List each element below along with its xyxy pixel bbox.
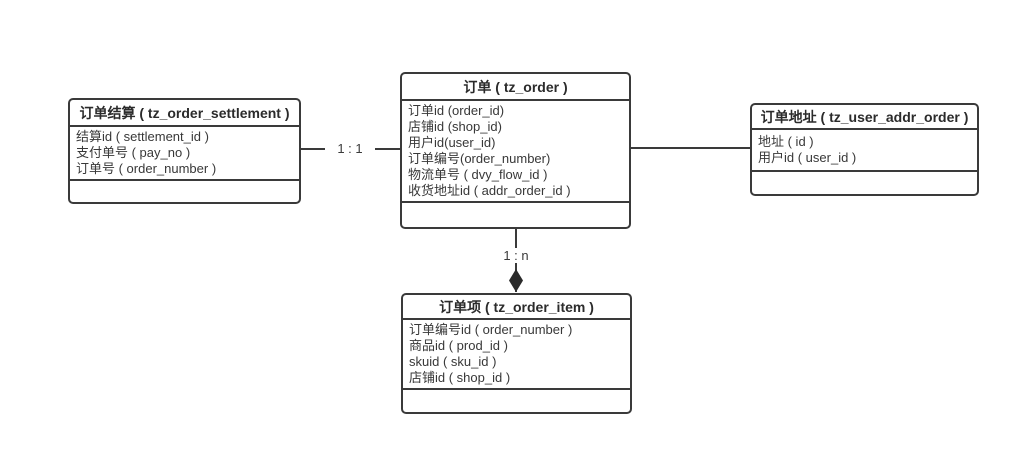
entity-attribute: 订单号 ( order_number ) [76, 161, 217, 176]
entity-attribute: 支付单号 ( pay_no ) [76, 145, 191, 160]
entity-title: 订单地址 ( tz_user_addr_order ) [752, 105, 977, 130]
entity-attributes: 订单编号id ( order_number ) 商品id ( prod_id )… [403, 320, 630, 390]
entity-attribute: 店铺id ( shop_id ) [409, 370, 511, 385]
entity-attributes: 结算id ( settlement_id ) 支付单号 ( pay_no ) 订… [70, 127, 299, 181]
entity-attribute: 订单id (order_id) [408, 103, 505, 118]
entity-order-settlement: 订单结算 ( tz_order_settlement ) 结算id ( sett… [68, 98, 301, 204]
relation-order-addr-line [629, 147, 750, 149]
entity-order-item: 订单项 ( tz_order_item ) 订单编号id ( order_num… [401, 293, 632, 414]
entity-attribute: 店铺id (shop_id) [408, 119, 502, 134]
entity-attribute: 物流单号 ( dvy_flow_id ) [408, 167, 548, 182]
entity-title: 订单项 ( tz_order_item ) [403, 295, 630, 320]
entity-attributes: 订单id (order_id) 店铺id (shop_id) 用户id(user… [402, 101, 629, 203]
entity-methods-compartment [752, 172, 977, 194]
entity-title: 订单结算 ( tz_order_settlement ) [70, 100, 299, 127]
entity-attributes: 地址 ( id ) 用户id ( user_id ) [752, 130, 977, 172]
entity-methods-compartment [402, 203, 629, 227]
entity-attribute: 收货地址id ( addr_order_id ) [408, 183, 571, 198]
entity-attribute: 用户id(user_id) [408, 135, 496, 150]
entity-attribute: 商品id ( prod_id ) [409, 338, 508, 353]
relation-cardinality-label: 1 : 1 [325, 141, 375, 156]
entity-methods-compartment [70, 181, 299, 202]
entity-order: 订单 ( tz_order ) 订单id (order_id) 店铺id (sh… [400, 72, 631, 229]
entity-user-addr-order: 订单地址 ( tz_user_addr_order ) 地址 ( id ) 用户… [750, 103, 979, 196]
entity-attribute: skuid ( sku_id ) [409, 354, 497, 369]
entity-attribute: 订单编号(order_number) [408, 151, 551, 166]
relation-cardinality-label: 1 : n [492, 248, 540, 263]
entity-attribute: 地址 ( id ) [758, 134, 814, 149]
entity-attribute: 订单编号id ( order_number ) [409, 322, 573, 337]
entity-attribute: 结算id ( settlement_id ) [76, 129, 209, 144]
diamond-arrow-icon [509, 269, 523, 292]
entity-attribute: 用户id ( user_id ) [758, 150, 857, 165]
entity-methods-compartment [403, 390, 630, 412]
entity-title: 订单 ( tz_order ) [402, 74, 629, 101]
